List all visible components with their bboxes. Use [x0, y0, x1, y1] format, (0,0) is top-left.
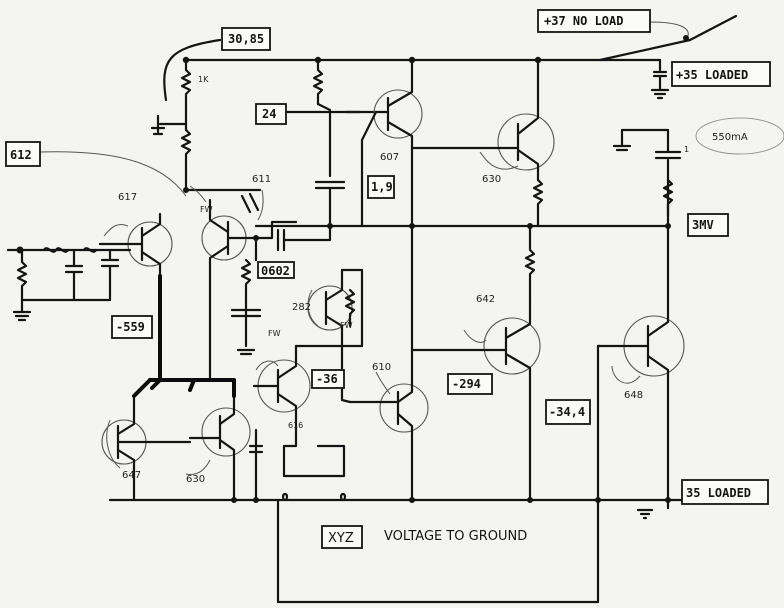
loaded-neg-text: 35 LOADED	[686, 486, 751, 500]
label-3mv: 3MV	[687, 213, 729, 237]
t648-text: 648	[624, 390, 643, 401]
one-text: 1	[684, 145, 689, 154]
xyz-voltage-box: XYZ VOLTAGE TO GROUND	[276, 498, 600, 604]
label-loaded-neg: 35 LOADED	[681, 479, 769, 505]
t282-text: 282	[292, 302, 311, 313]
t642-text: 642	[476, 294, 495, 305]
v0602-text: 0602	[261, 264, 290, 278]
transistor-610	[348, 224, 429, 502]
v294-text: -294	[452, 377, 481, 391]
transistor-617	[98, 212, 173, 278]
fw1-text: FW	[200, 205, 213, 214]
label-559: -559	[111, 315, 153, 339]
label-344: -34,4	[545, 399, 591, 425]
transistor-282	[307, 268, 364, 348]
label-550ma: 550mA	[695, 117, 784, 155]
transistor-616	[252, 344, 311, 422]
transistor-611	[201, 198, 258, 382]
small-labels: 1K 1 FW FW FW	[198, 75, 689, 338]
label-612: 612	[5, 141, 41, 167]
v3085-text: 30,85	[228, 32, 264, 46]
label-loaded-pos: +35 LOADED	[671, 61, 771, 87]
t630b-text: 630	[186, 474, 205, 485]
v3mv-text: 3MV	[692, 218, 714, 232]
t617-text: 617	[118, 192, 137, 203]
xyz-tag-text: XYZ	[328, 531, 354, 546]
xyz-caption-text: VOLTAGE TO GROUND	[384, 529, 527, 544]
transistor-630-bottom	[188, 394, 251, 502]
v559-text: -559	[116, 320, 145, 334]
center-branch	[284, 58, 378, 228]
label-3085: 30,85	[221, 27, 271, 51]
r1k-text: 1K	[198, 75, 209, 84]
no-load-text: +37 NO LOAD	[544, 14, 623, 28]
v344-text: -34,4	[549, 405, 585, 419]
transistor-numbers: 617 611 607 630 642 282 610 648 647 630 …	[118, 152, 643, 485]
t610-text: 610	[372, 362, 391, 373]
loaded-pos-text: +35 LOADED	[676, 68, 748, 82]
v24-text: 24	[262, 107, 276, 121]
label-294: -294	[447, 373, 493, 395]
t647-text: 647	[122, 470, 141, 481]
annotation-pointers	[39, 151, 641, 475]
t616-text: 616	[288, 421, 303, 430]
transistor-630-top	[410, 58, 555, 228]
t611-text: 611	[252, 174, 271, 185]
t607-text: 607	[380, 152, 399, 163]
fw2-text: FW	[268, 329, 281, 338]
transistor-607	[373, 58, 423, 228]
v19-text: 1,9	[371, 180, 393, 194]
heavy-wires	[132, 274, 236, 398]
bottom-rail	[108, 418, 670, 503]
label-19: 1,9	[367, 175, 395, 199]
transistor-642	[410, 224, 541, 502]
v36-text: -36	[316, 372, 338, 386]
label-no-load: +37 NO LOAD	[537, 9, 651, 33]
fw3-text: FW	[340, 321, 353, 330]
input-filter	[6, 246, 132, 322]
left-resistor-column	[150, 38, 262, 193]
t630a-text: 630	[482, 174, 501, 185]
top-rail	[182, 14, 738, 100]
transistor-647	[101, 394, 192, 502]
label-36: -36	[311, 369, 345, 389]
label-24: 24	[255, 103, 287, 125]
v550ma-text: 550mA	[712, 132, 748, 143]
transistor-648	[596, 224, 685, 502]
label-0602: 0602	[257, 261, 295, 279]
v612-text: 612	[10, 148, 32, 162]
interconnect-wires	[230, 110, 684, 520]
